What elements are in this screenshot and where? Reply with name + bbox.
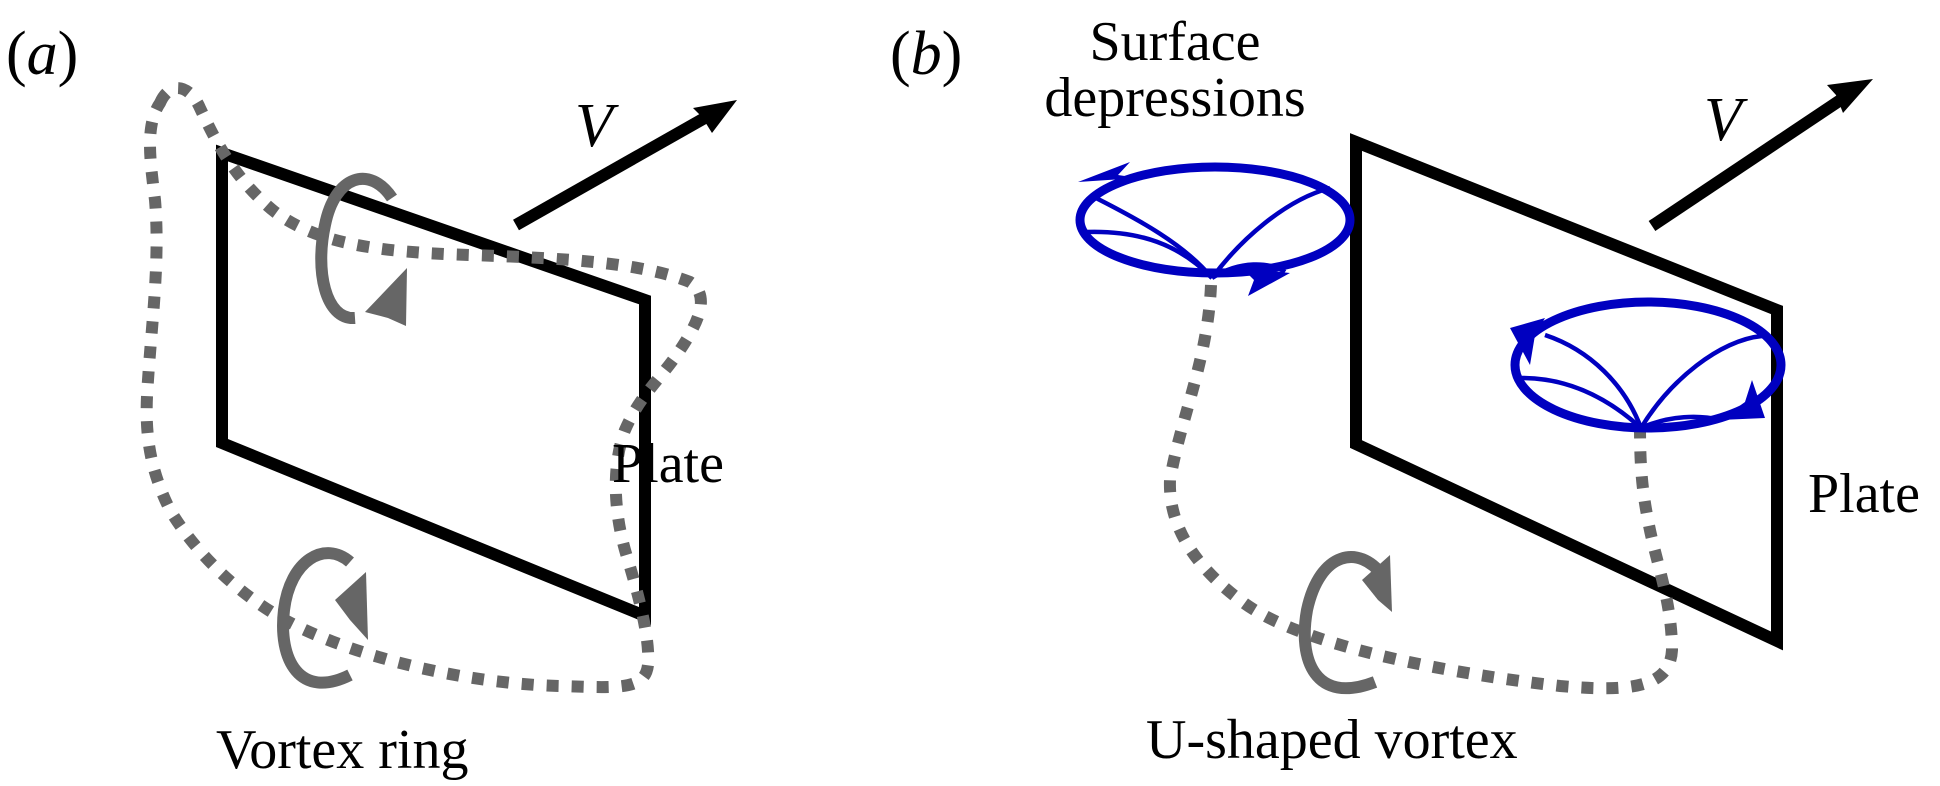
vortex-ring-label: Vortex ring: [216, 719, 469, 781]
plate-a: [216, 144, 651, 625]
plate-label-b: Plate: [1808, 463, 1920, 525]
plate-b: [1350, 133, 1783, 651]
u-shaped-vortex-path: [1163, 284, 1679, 695]
rotation-arrow-icon: [315, 172, 407, 326]
rotation-arrow-icon: [1298, 551, 1392, 695]
panel-b-label: (b): [890, 20, 962, 88]
velocity-label-b: V: [1704, 86, 1748, 154]
velocity-arrow-icon: [1648, 79, 1873, 231]
surface-depression-left: [1075, 162, 1355, 296]
panel-a-label: (a): [6, 20, 78, 88]
panel-a: (a) V Plate Vortex ring: [6, 20, 737, 781]
vortex-ring-path: [140, 82, 707, 694]
u-shaped-vortex-label: U-shaped vortex: [1146, 709, 1518, 771]
surface-depression-right: [1510, 297, 1786, 433]
swirl-arrow-icon: [1242, 268, 1290, 296]
plate-label-a: Plate: [612, 433, 724, 495]
surface-depressions-label-line1: Surface: [1089, 11, 1260, 73]
swirl-arrow-icon: [1510, 318, 1545, 365]
swirl-arrow-icon: [1078, 162, 1138, 182]
panel-b: (b) Surface depressions V: [890, 11, 1920, 771]
velocity-label-a: V: [575, 92, 619, 160]
surface-depressions-label-line2: depressions: [1044, 67, 1305, 129]
rotation-arrow-icon: [277, 547, 368, 689]
velocity-arrow-icon: [513, 100, 737, 231]
swirl-arrow-icon: [1720, 380, 1765, 420]
